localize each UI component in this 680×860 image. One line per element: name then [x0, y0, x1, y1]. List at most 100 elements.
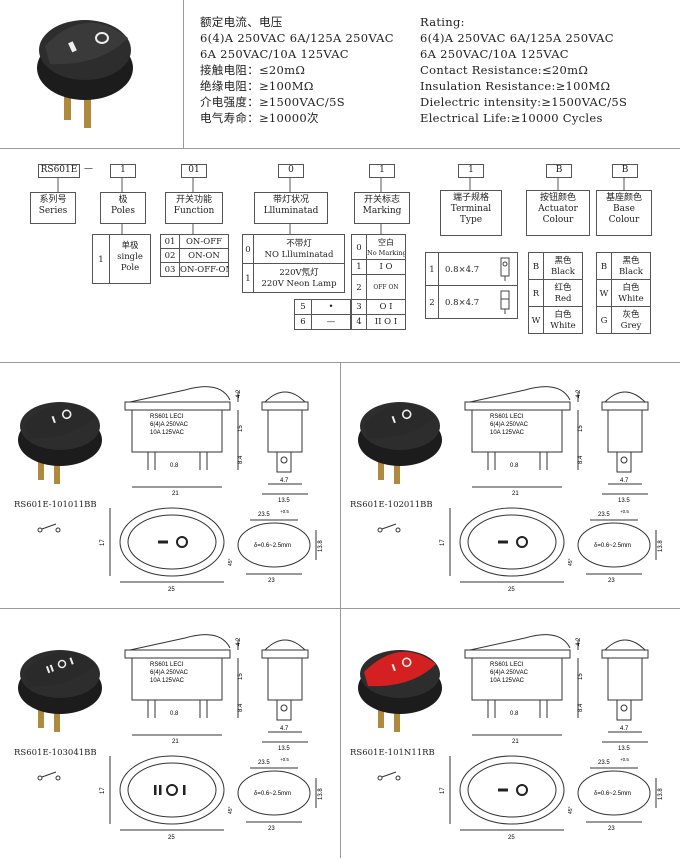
svg-text:6(4)A 250VAC: 6(4)A 250VAC — [150, 422, 189, 428]
svg-text:4.7: 4.7 — [280, 478, 289, 484]
svg-text:δ=0.6~2.5mm: δ=0.6~2.5mm — [254, 791, 291, 797]
svg-text:21: 21 — [512, 491, 519, 497]
svg-text:+0.5: +0.5 — [280, 757, 289, 762]
svg-text:45°: 45° — [568, 806, 574, 814]
svg-text:21: 21 — [172, 739, 179, 745]
model-number: RS601E-102011BB — [350, 500, 433, 510]
code-poles: 1 — [110, 164, 136, 178]
svg-text:23: 23 — [608, 826, 615, 832]
svg-text:+0.5: +0.5 — [620, 757, 629, 762]
model-number: RS601E-101011BB — [14, 500, 97, 510]
svg-text:15: 15 — [578, 425, 584, 432]
svg-text:23.5: 23.5 — [598, 512, 610, 518]
svg-text:+0.5: +0.5 — [280, 509, 289, 514]
svg-text:23.5: 23.5 — [258, 512, 270, 518]
svg-text:10A 125VAC: 10A 125VAC — [150, 678, 185, 684]
svg-text:25: 25 — [168, 587, 175, 593]
terminal-icon — [500, 257, 510, 281]
svg-text:0.8: 0.8 — [170, 711, 179, 717]
drawing-svg: RS601 LECI 6(4)A 250VAC 10A 125VAC 4.2 1… — [18, 386, 324, 593]
svg-text:23.5: 23.5 — [258, 760, 270, 766]
svg-text:0.8: 0.8 — [170, 463, 179, 469]
svg-text:10A 125VAC: 10A 125VAC — [490, 430, 525, 436]
svg-text:10A 125VAC: 10A 125VAC — [490, 678, 525, 684]
svg-text:8.4: 8.4 — [238, 455, 244, 464]
drawing-svg: RS601 LECI 6(4)A 250VAC 10A 125VAC 4.2 1… — [358, 386, 664, 593]
svg-text:15: 15 — [578, 673, 584, 680]
drawing-svg: RS601 LECI 6(4)A 250VAC 10A 125VAC 4.2 1… — [358, 634, 664, 841]
svg-text:RS601 LECI: RS601 LECI — [490, 414, 524, 420]
drawing-panel: RS601 LECI 6(4)A 250VAC 10A 125VAC 4.2 1… — [340, 362, 680, 608]
svg-text:10A 125VAC: 10A 125VAC — [150, 430, 185, 436]
svg-text:RS601 LECI: RS601 LECI — [150, 662, 184, 668]
product-photo — [37, 20, 133, 128]
svg-text:8.4: 8.4 — [578, 455, 584, 464]
svg-text:4.2: 4.2 — [576, 389, 582, 398]
svg-text:13.8: 13.8 — [318, 788, 324, 800]
switch-photo — [358, 402, 442, 484]
svg-text:23: 23 — [268, 826, 275, 832]
svg-text:17: 17 — [440, 787, 446, 794]
switch-photo — [18, 402, 102, 484]
drawing-panel: RS601 LECI 6(4)A 250VAC 10A 125VAC 4.2 1… — [340, 610, 680, 856]
svg-text:45°: 45° — [228, 806, 234, 814]
code-marking: 1 — [369, 164, 395, 178]
drawing-panel: RS601 LECI 6(4)A 250VAC 10A 125VAC 4.2 1… — [0, 610, 340, 856]
svg-text:4.2: 4.2 — [236, 389, 242, 398]
drawing-svg: RS601 LECI 6(4)A 250VAC 10A 125VAC 4.2 1… — [18, 634, 324, 841]
svg-text:RS601 LECI: RS601 LECI — [490, 662, 524, 668]
svg-text:17: 17 — [100, 787, 106, 794]
svg-text:21: 21 — [172, 491, 179, 497]
svg-text:17: 17 — [440, 539, 446, 546]
model-number: RS601E-101N11RB — [350, 748, 435, 758]
svg-text:25: 25 — [168, 835, 175, 841]
svg-text:25: 25 — [508, 835, 515, 841]
spec-en: Rating:6(4)A 250VAC 6A/125A 250VAC 6A 25… — [420, 15, 628, 125]
terminal-icon — [500, 290, 510, 314]
poles-code: 1 — [92, 234, 110, 284]
svg-text:6(4)A 250VAC: 6(4)A 250VAC — [490, 670, 529, 676]
svg-text:13.8: 13.8 — [658, 788, 664, 800]
code-function: 01 — [181, 164, 207, 178]
svg-text:17: 17 — [100, 539, 106, 546]
svg-text:8.4: 8.4 — [578, 703, 584, 712]
svg-text:4.7: 4.7 — [280, 726, 289, 732]
model-number: RS601E-103041BB — [14, 748, 97, 758]
svg-text:13.5: 13.5 — [618, 746, 630, 752]
svg-text:4.7: 4.7 — [620, 478, 629, 484]
svg-text:13.5: 13.5 — [278, 746, 290, 752]
code-base: B — [612, 164, 638, 178]
svg-text:4.2: 4.2 — [236, 637, 242, 646]
code-series: RS601E — [38, 164, 80, 178]
svg-text:13.5: 13.5 — [618, 498, 630, 504]
svg-text:δ=0.6~2.5mm: δ=0.6~2.5mm — [594, 543, 631, 549]
svg-text:45°: 45° — [228, 558, 234, 566]
svg-text:45°: 45° — [568, 558, 574, 566]
svg-text:13.8: 13.8 — [318, 540, 324, 552]
svg-text:4.2: 4.2 — [576, 637, 582, 646]
svg-text:δ=0.6~2.5mm: δ=0.6~2.5mm — [594, 791, 631, 797]
svg-text:13.5: 13.5 — [278, 498, 290, 504]
svg-text:+0.5: +0.5 — [620, 509, 629, 514]
svg-text:RS601 LECI: RS601 LECI — [150, 414, 184, 420]
svg-text:4.7: 4.7 — [620, 726, 629, 732]
drawing-panel: RS601 LECI 6(4)A 250VAC 10A 125VAC 4.2 1… — [0, 362, 340, 608]
svg-text:0.8: 0.8 — [510, 711, 519, 717]
svg-text:6(4)A 250VAC: 6(4)A 250VAC — [490, 422, 529, 428]
svg-text:8.4: 8.4 — [238, 703, 244, 712]
svg-text:23: 23 — [268, 578, 275, 584]
code-dash: — — [84, 164, 93, 174]
code-terminal: 1 — [458, 164, 484, 178]
